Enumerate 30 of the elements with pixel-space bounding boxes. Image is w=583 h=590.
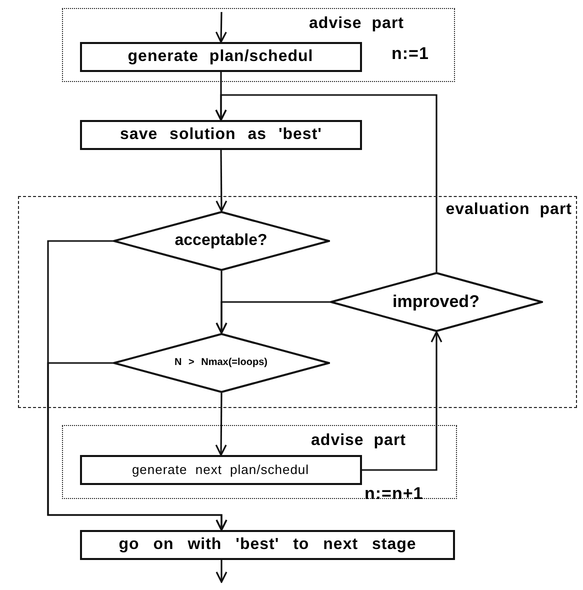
arrow [47,362,228,531]
arrow [215,393,227,456]
arrow [215,94,438,272]
process-label: save solution as 'best' [120,126,322,144]
decision-diamond [330,272,542,332]
decision-label: N > Nmax(=loops) [174,357,268,368]
decision-label: acceptable? [174,232,268,250]
arrow [216,150,228,212]
process-box [80,42,362,72]
group-title: advise part [311,432,406,450]
process-box [80,454,362,484]
process-label: generate plan/schedul [128,48,314,66]
process-box [80,530,455,560]
process-label: generate next plan/schedul [132,462,310,477]
group-frame [62,425,457,499]
group-title: evaluation part [446,201,572,219]
counter-label: n:=n+1 [364,484,424,504]
arrow [215,12,227,43]
group-frame [62,8,455,82]
group-title: advise part [309,15,404,33]
arrow [216,560,228,583]
decision-label: improved? [392,292,480,312]
decision-diamond [112,210,330,270]
group-frame [18,196,577,408]
process-box [80,120,362,150]
counter-label: n:=1 [392,44,429,64]
arrow [216,301,330,334]
process-label: go on with 'best' to next stage [118,536,416,554]
arrow [362,331,442,471]
decision-diamond [112,332,330,392]
